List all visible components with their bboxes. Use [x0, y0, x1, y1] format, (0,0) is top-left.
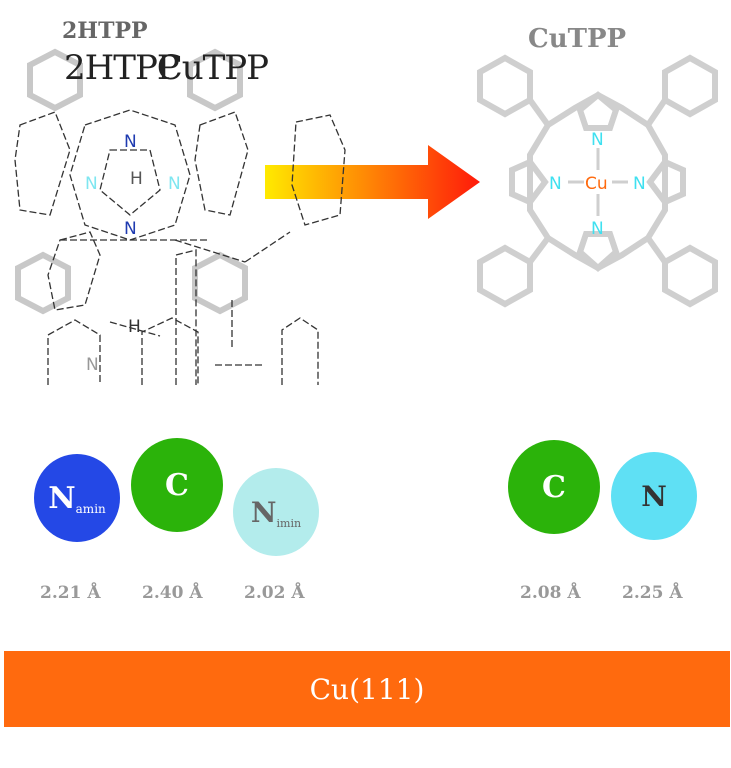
atom-c-left-symbol: C	[165, 467, 189, 503]
cutpp-overlap-title: CuTPP	[156, 48, 269, 88]
h-label-1: H	[128, 317, 141, 337]
atom-n-right: N	[611, 452, 697, 540]
distance-n-amin: 2.21 Å	[40, 583, 101, 603]
n-label-left: N	[85, 174, 98, 194]
2htpp-title-large: 2HTPPCuTPP	[64, 48, 269, 88]
distance-n-imin: 2.02 Å	[244, 583, 305, 603]
atom-n-right-symbol: N	[641, 479, 667, 513]
n-label-lower: N	[86, 355, 99, 375]
substrate-label: Cu(111)	[309, 672, 425, 706]
n-label-right: N	[168, 174, 181, 194]
distance-c-left: 2.40 Å	[142, 583, 203, 603]
atom-n-amin-subscript: amin	[75, 502, 106, 516]
cu-n-left: N	[549, 174, 562, 194]
h-label-2: H	[130, 169, 143, 189]
2htpp-title-small: 2HTPP	[62, 18, 148, 44]
cu111-substrate: Cu(111)	[4, 651, 730, 727]
reaction-arrow	[265, 145, 480, 219]
atom-n-amin-symbol: N	[48, 480, 76, 516]
cutpp-molecule	[477, 54, 718, 308]
2htpp-atom-labels: N N N N N H H	[85, 132, 181, 375]
cu-center-label: Cu	[585, 174, 608, 194]
n-label-top: N	[124, 132, 137, 152]
atom-c-left: C	[131, 438, 223, 532]
cu-n-right: N	[633, 174, 646, 194]
atom-c-right: C	[508, 440, 600, 534]
2htpp-molecule	[14, 48, 346, 385]
cu-n-bottom: N	[591, 219, 604, 239]
atom-n-imin-subscript: imin	[276, 516, 302, 530]
atom-c-right-symbol: C	[542, 469, 566, 505]
distance-c-right: 2.08 Å	[520, 583, 581, 603]
n-label-bottom: N	[124, 219, 137, 239]
cutpp-atom-labels: N N N N Cu	[549, 130, 646, 239]
cutpp-title: CuTPP	[528, 24, 627, 54]
atom-n-imin-symbol: N	[250, 495, 277, 529]
distance-n-right: 2.25 Å	[622, 583, 683, 603]
2htpp-title-text: 2HTPP	[64, 48, 180, 88]
cu-n-top: N	[591, 130, 604, 150]
